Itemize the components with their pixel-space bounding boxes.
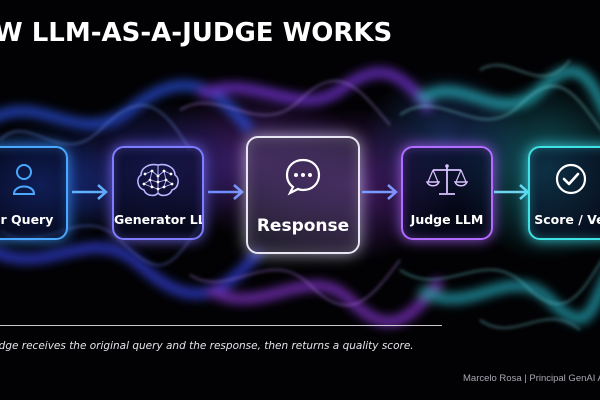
caption: udge receives the original query and the… bbox=[0, 340, 414, 352]
user-query-label: ser Query bbox=[0, 212, 54, 227]
score-verdict-label: Score / Verd bbox=[534, 212, 600, 227]
arrow-right-icon bbox=[70, 182, 110, 207]
brain-network-icon bbox=[135, 162, 181, 202]
user-query-node: ser Query bbox=[0, 146, 68, 240]
check-circle-icon bbox=[554, 162, 588, 200]
judge-llm-node: Judge LLM bbox=[401, 146, 493, 240]
response-label: Response bbox=[256, 216, 350, 236]
user-icon bbox=[12, 162, 36, 202]
arrow-right-icon bbox=[492, 182, 532, 207]
arrow-right-icon bbox=[360, 182, 400, 207]
score-verdict-node: Score / Verd bbox=[528, 146, 600, 240]
divider bbox=[0, 325, 442, 326]
balance-scale-icon bbox=[425, 162, 469, 202]
response-node: Response bbox=[246, 136, 360, 254]
arrow-right-icon bbox=[206, 182, 246, 207]
author-credit: Marcelo Rosa | Principal GenAI A bbox=[463, 373, 600, 384]
judge-llm-label: Judge LLM bbox=[410, 212, 484, 227]
generator-llm-label: Generator LLM bbox=[114, 212, 202, 227]
page-title: W LLM-AS-A-JUDGE WORKS bbox=[0, 18, 393, 48]
generator-llm-node: Generator LLM bbox=[112, 146, 204, 240]
chat-bubble-icon bbox=[283, 156, 323, 200]
